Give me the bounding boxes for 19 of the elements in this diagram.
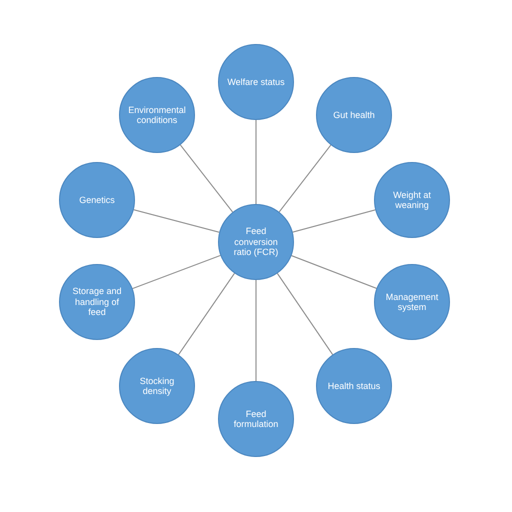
connector-line	[292, 209, 376, 233]
connector-line	[276, 272, 334, 356]
node-label: Genetics	[78, 194, 116, 206]
connector-line	[278, 144, 332, 212]
node-label: Gut health	[332, 110, 376, 120]
connector-line	[133, 209, 220, 233]
connector-line	[132, 254, 221, 290]
node-label: Weight at weaning	[392, 190, 432, 210]
node-label: Storage and handling of feed	[71, 286, 123, 318]
connector-line	[180, 144, 234, 213]
node-label: Management system	[384, 292, 440, 312]
connector-line	[178, 272, 235, 356]
node-label: Stocking density	[138, 376, 176, 396]
connector-line	[290, 255, 378, 289]
node-label: Health status	[326, 380, 382, 392]
node-label: Feed conversion ratio (FCR)	[232, 226, 280, 258]
node-label: Feed formulation	[232, 408, 280, 430]
node-label: Welfare status	[226, 76, 286, 88]
node-label: Environmental conditions	[127, 104, 187, 126]
